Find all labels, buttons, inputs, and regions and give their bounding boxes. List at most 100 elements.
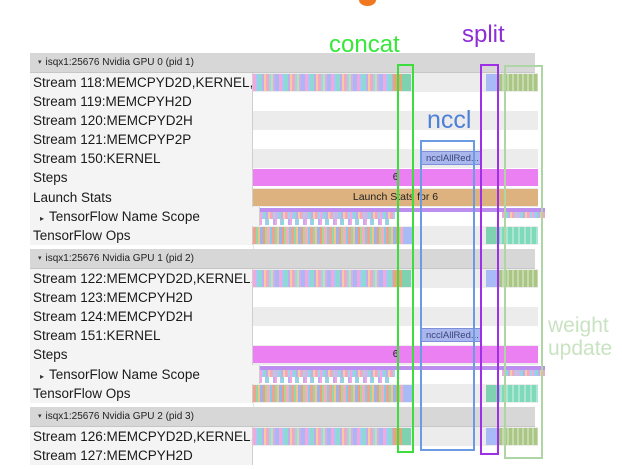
row-track [253,384,538,403]
ops-concat-segment[interactable] [486,385,496,402]
concat-kernel-segment[interactable] [402,428,411,445]
kernel-activity-stripes[interactable] [253,270,393,287]
row-track: Launch Stats for 6 [253,188,538,207]
trace-row: Stream 124:MEMCPYD2H [30,307,545,326]
name-scope-right-stripes[interactable] [502,211,545,218]
trace-row: Stream 119:MEMCPYH2D [30,92,545,111]
row-label: Stream 126:MEMCPYD2D,KERNEL,MI [30,427,253,446]
row-label: Stream 119:MEMCPYH2D [30,92,253,111]
name-scope-flame-stripes[interactable] [260,211,395,219]
row-label-text: Stream 119:MEMCPYH2D [33,94,192,109]
ops-activity-stripes[interactable] [253,385,403,402]
name-scope-right-stripes[interactable] [502,369,545,376]
row-label-text: Steps [33,170,68,185]
trace-row: Stream 121:MEMCPYP2P [30,130,545,149]
launch-stats-bar-label: Launch Stats for 6 [352,191,439,203]
row-track: 6 [253,168,538,188]
row-label: Stream 124:MEMCPYD2H [30,307,253,326]
annotation-concat-box [397,64,414,453]
annotation-concat-label: concat [329,31,400,58]
name-scope-flame-stripes[interactable] [260,369,395,377]
annotation-weight-update-box [504,65,543,459]
weight-update-stripes[interactable] [499,428,538,445]
row-label: ▸TensorFlow Name Scope [30,365,260,384]
row-label-text: TensorFlow Name Scope [49,209,200,224]
split-kernel-segment[interactable] [486,428,499,445]
row-label: ▸ TensorFlow Name Scope [30,207,260,226]
row-label-text: Stream 127:MEMCPYH2D [33,448,193,463]
ops-weight-update-stripes[interactable] [496,227,538,244]
annotation-nccl-label: nccl [427,106,472,134]
launch-stats-bar[interactable] [253,189,538,206]
concat-kernel-segment[interactable] [402,270,411,287]
row-label-text: Stream 121:MEMCPYP2P [33,132,192,147]
row-label: Stream 127:MEMCPYH2D [30,446,253,465]
steps-bar-label: 6 [392,172,399,183]
row-label-text: TensorFlow Ops [33,228,131,243]
steps-bar[interactable] [253,169,538,186]
collapse-triangle-icon[interactable]: ▾ [38,59,42,66]
trace-row: Stream 120:MEMCPYD2H [30,111,545,130]
ops-split-segment[interactable] [403,385,414,402]
row-label: Stream 151:KERNEL [30,326,253,345]
row-label: Stream 122:MEMCPYD2D,KERNEL,MI [30,269,253,288]
trace-row: TensorFlow Ops [30,226,545,245]
name-scope-flame-ragged[interactable] [260,376,390,383]
gpu-section-header[interactable]: ▾isqx1:25676 Nvidia GPU 0 (pid 1) [30,53,535,73]
expand-triangle-icon[interactable]: ▸ [40,214,45,223]
name-scope-flame-ragged[interactable] [260,218,390,225]
row-label: Steps [30,345,253,365]
split-kernel-segment[interactable] [486,270,499,287]
expand-triangle-icon[interactable]: ▸ [40,372,45,381]
weight-update-stripes[interactable] [499,270,538,287]
row-label-text: Stream 120:MEMCPYD2H [33,113,193,128]
cutoff-orange-glyph [359,0,376,6]
annotation-split-box [480,64,499,455]
concat-kernel-segment[interactable] [402,74,411,91]
row-label: Stream 121:MEMCPYP2P [30,130,253,149]
row-label: Stream 150:KERNEL [30,149,253,168]
trace-row: Stream 118:MEMCPYD2D,KERNEL,ME [30,73,545,92]
annotation-weight-update-label: weight update [548,314,612,360]
name-scope-span-bar[interactable] [260,208,545,212]
row-label-text: Stream 123:MEMCPYH2D [33,290,193,305]
split-kernel-segment[interactable] [486,74,499,91]
ops-split-segment[interactable] [403,227,414,244]
row-label: Steps [30,168,253,188]
row-track [253,111,538,130]
annotation-nccl-box [420,140,475,451]
annotation-weight-line: weight [548,314,609,337]
weight-update-stripes[interactable] [499,74,538,91]
ops-weight-update-stripes[interactable] [496,385,538,402]
row-label-text: Stream 126:MEMCPYD2D,KERNEL,MI [33,429,253,444]
gpu-section-header[interactable]: ▾isqx1:25676 Nvidia GPU 2 (pid 3) [30,407,535,427]
name-scope-span-bar[interactable] [260,366,545,370]
row-label-text: Stream 151:KERNEL [33,328,161,343]
gpu-section-title: isqx1:25676 Nvidia GPU 2 (pid 3) [45,411,194,422]
kernel-activity-stripes[interactable] [253,74,393,91]
trace-row: Steps 6 [30,168,545,188]
steps-bar[interactable] [253,346,538,363]
gpu-section-header[interactable]: ▾isqx1:25676 Nvidia GPU 1 (pid 2) [30,249,535,269]
trace-row: Stream 126:MEMCPYD2D,KERNEL,MI [30,427,545,446]
trace-row: Stream 123:MEMCPYH2D [30,288,545,307]
ops-concat-segment[interactable] [486,227,496,244]
row-label: Stream 118:MEMCPYD2D,KERNEL,ME [30,73,253,92]
annotation-update-line: update [548,337,613,360]
row-track [253,288,538,307]
collapse-triangle-icon[interactable]: ▾ [38,255,42,262]
ops-activity-stripes[interactable] [253,227,403,244]
gpu-section: ▾isqx1:25676 Nvidia GPU 1 (pid 2)Stream … [30,249,545,403]
row-label-text: Stream 150:KERNEL [33,151,161,166]
row-label-text: Stream 118:MEMCPYD2D,KERNEL,ME [33,75,253,90]
annotation-split-label: split [462,21,505,48]
kernel-activity-stripes[interactable] [253,428,393,445]
row-label: Stream 123:MEMCPYH2D [30,288,253,307]
row-track [253,226,538,245]
row-track [253,427,538,446]
collapse-triangle-icon[interactable]: ▾ [38,413,42,420]
row-track: ncclAllRed... [253,149,538,168]
